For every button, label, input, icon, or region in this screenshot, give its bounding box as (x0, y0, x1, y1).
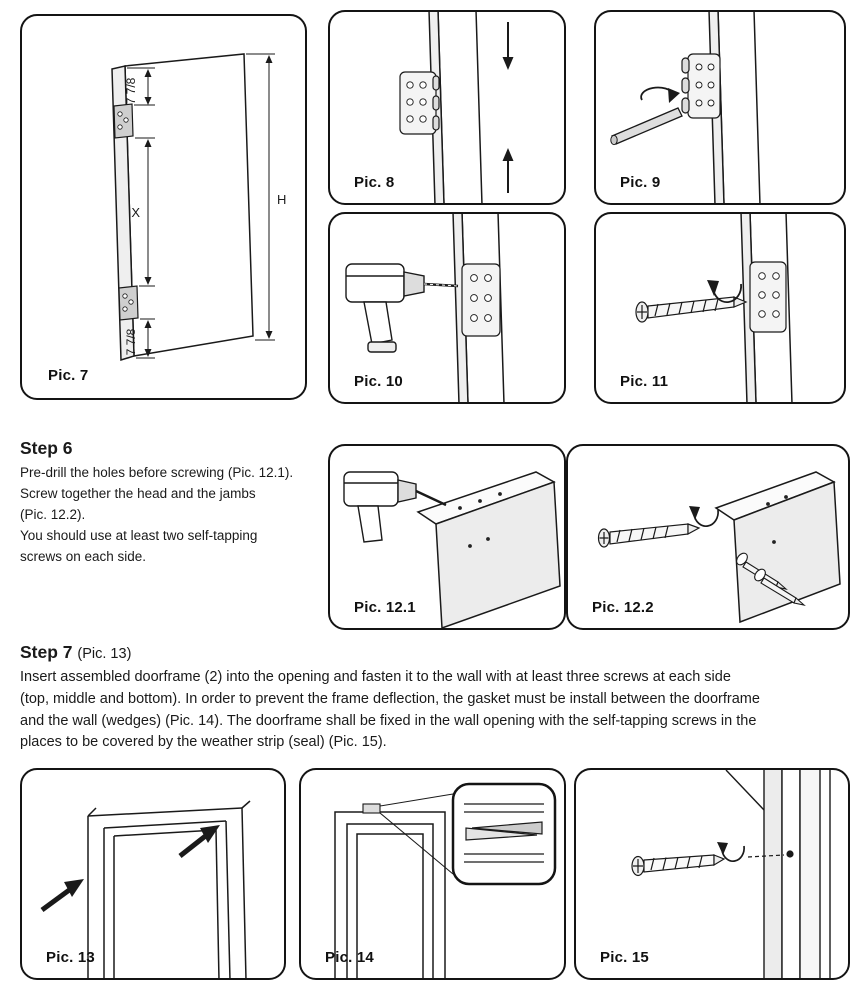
figure-panel-pic12-2: Pic. 12.2 (566, 444, 850, 630)
dim-label-bottom: 7 7/8 (124, 328, 138, 355)
detail-inset (451, 782, 557, 886)
screw-point-marker (786, 850, 794, 858)
figure-label-pic15: Pic. 15 (600, 949, 649, 966)
rotation-arrow (717, 842, 745, 862)
predrill-corner-drawing (343, 471, 561, 628)
frame-fixing-drawing (631, 770, 831, 978)
jamb-dimension-drawing: 7 7/8 X 7 7/8 H (111, 53, 286, 362)
step6-text: Pre-drill the holes before screwing (Pic… (20, 465, 294, 564)
hinge-illustration (399, 71, 440, 135)
screw-illustration (635, 296, 748, 323)
screw-corner-drawing (597, 471, 841, 624)
doorframe-illustration (87, 800, 251, 978)
drill-illustration (343, 471, 447, 543)
figure-label-pic12-2: Pic. 12.2 (592, 599, 654, 616)
figure-label-pic14: Pic. 14 (325, 949, 374, 966)
pilot-holes (458, 492, 502, 548)
rotation-arrow (689, 506, 719, 527)
hinge-illustration (461, 263, 501, 337)
step7-title-ref: (Pic. 13) (77, 646, 132, 662)
pilot-holes (766, 495, 788, 544)
screw-illustration (631, 854, 726, 877)
doorframe-illustration (334, 811, 446, 978)
figure-label-pic9: Pic. 9 (620, 174, 661, 191)
doorframe-insert-drawing (40, 800, 251, 978)
figure-label-pic10: Pic. 10 (354, 373, 403, 390)
figure-panel-pic10: Pic. 10 (328, 212, 566, 404)
step7-section: Step 7 (Pic. 13) Insert assembled doorfr… (20, 642, 854, 754)
rotation-arrow (640, 86, 680, 103)
step7-title-text: Step 7 (20, 642, 73, 662)
wedge-detail-drawing (334, 782, 557, 978)
figure-panel-pic8: Pic. 8 (328, 10, 566, 205)
figure-panel-pic14: Pic. 14 (299, 768, 566, 980)
screw-illustration (597, 523, 701, 548)
screwing-hinge-drawing (635, 214, 793, 402)
step6-section: Step 6 Pre-drill the holes before screwi… (20, 438, 350, 568)
hinge-illustration (681, 53, 721, 119)
figure-panel-pic12-1: Pic. 12.1 (328, 444, 566, 630)
insert-arrows (40, 825, 220, 913)
figure-panel-pic13: Pic. 13 (20, 768, 286, 980)
figure-label-pic11: Pic. 11 (620, 373, 669, 390)
rotation-arrow (707, 280, 742, 303)
figure-label-pic12-1: Pic. 12.1 (354, 599, 416, 616)
step6-title: Step 6 (20, 438, 73, 458)
hinge-illustration (113, 103, 139, 321)
drilling-hinge-drawing (345, 214, 505, 402)
figure-panel-pic7: 7 7/8 X 7 7/8 H Pic. 7 (20, 14, 307, 400)
step7-text: Insert assembled doorframe (2) into the … (20, 669, 760, 751)
wedge-location-marker (362, 803, 381, 814)
hinge-pin-drawing (610, 12, 761, 203)
drill-illustration (345, 263, 459, 353)
dim-label-middle: X (131, 205, 140, 220)
hinge-pin-illustration (610, 107, 683, 146)
figure-panel-pic11: Pic. 11 (594, 212, 846, 404)
figure-label-pic7: Pic. 7 (48, 367, 89, 384)
hinge-illustration (749, 261, 787, 333)
leader-lines (379, 793, 454, 875)
figure-panel-pic15: Pic. 15 (574, 768, 850, 980)
figure-label-pic8: Pic. 8 (354, 174, 395, 191)
loose-screws-illustration (736, 552, 806, 606)
screw-axis-line (747, 854, 785, 858)
figure-label-pic13: Pic. 13 (46, 949, 95, 966)
step7-title: Step 7 (Pic. 13) (20, 642, 854, 663)
direction-arrows (502, 22, 514, 193)
dim-label-height: H (277, 192, 286, 207)
dim-label-top: 7 7/8 (124, 77, 138, 104)
figure-panel-pic9: Pic. 9 (594, 10, 846, 205)
frame-boards-illustration (725, 770, 831, 978)
hinge-alignment-drawing (399, 12, 514, 203)
